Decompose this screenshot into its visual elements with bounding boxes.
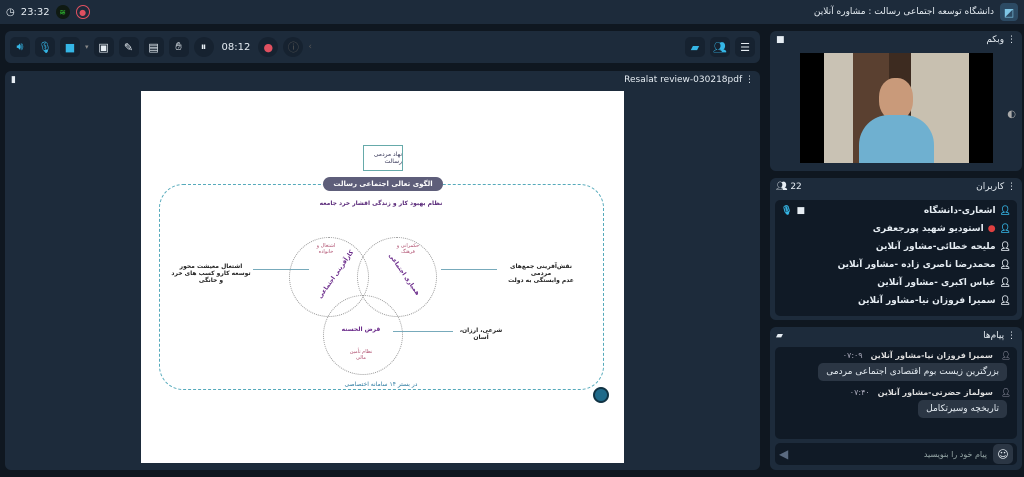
user-item[interactable]: 👤︎سمیرا فروزان نیا-مشاور آنلاین [858,296,1011,306]
chat-message: 👤︎ سمیرا فروزان نیا-مشاور آنلاین ۰۷:۰۹ بزر… [775,347,1017,384]
raise-hand-button[interactable]: ✋︎ [168,37,189,57]
webcam-title: وبکم [986,35,1005,45]
clock-time: 23:32 [20,6,50,18]
chat-input-placeholder: پیام خود را بنویسید [923,449,987,459]
user-item[interactable]: 👤︎اشعاری-دانشگاه■🎙︎ [781,206,1011,216]
user-item[interactable]: 👤︎محمدرضا ناصری زاده -مشاور آنلاین [837,260,1011,270]
slide-dot [593,387,609,403]
user-icon: 👤︎ [1000,387,1011,397]
left-arrow [253,269,309,270]
connection-icon[interactable]: ≋ [55,5,70,19]
send-icon[interactable]: ◀ [779,447,789,461]
chat-time: ۰۷:۴۰ [849,387,870,397]
chat-toggle-button[interactable]: ▰ [685,37,705,57]
user-icon: 👤︎ [999,260,1011,270]
bottom-arrow [393,331,453,332]
users-count: 22 [790,182,802,192]
slide-subtitle: نظام بهبود کار و زندگی اقشار خرد جامعه [319,200,443,207]
circle-right-small: حکمرانی و فرهنگ [396,243,420,255]
recording-icon[interactable]: ● [75,5,90,19]
chat-text: بزرگترین زیست بوم اقتصادی اجتماعی مردمی [818,363,1007,381]
slide-footer: در بستر ۱۴ سامانه اختصاصی [344,381,418,388]
chat-message: 👤︎ سولماز حضرتی-مشاور آنلاین ۰۷:۴۰ تاریخچه… [775,384,1017,421]
chat-sender: سمیرا فروزان نیا-مشاور آنلاین [870,350,993,360]
chat-icon: ▰ [776,331,783,341]
speaker-button[interactable]: 🔊︎ [10,37,30,57]
presentation-panel: ▮ Resalat review-030218pdf ⋮ نهاد مردمی … [5,71,760,470]
users-icon: 👥︎ [776,182,788,192]
clock-icon: ◷ [6,6,15,18]
emoji-icon[interactable]: ☺ [993,444,1013,464]
slide-logo: نهاد مردمی رسالت [363,145,403,171]
pause-button[interactable]: ⏸︎ [193,37,214,57]
more-options-icon[interactable]: ⋮ [1007,35,1016,45]
microphone-button[interactable]: 🎙︎ [35,37,55,57]
circle-bottom-small: نظام تأمین مالی [349,349,373,361]
camera-icon: ■ [776,35,785,45]
user-item[interactable]: 👤︎ملیحه خطائی-مشاور آنلاین [875,242,1011,252]
camera-chevron-icon[interactable]: ▾ [85,43,89,51]
toolbar: 🔊︎ 🎙︎ ■ ▾ ▣ ✎ ▤ ✋︎ ⏸︎ 08:12 ● ⓘ ‹ ▰ 👥︎ ☰ [5,31,760,63]
university-logo: ◩ [1000,3,1018,21]
chat-title: پیام‌ها [983,331,1005,341]
webcam-video[interactable] [800,53,993,163]
users-title: کاربران [976,182,1005,192]
screen-share-button[interactable]: ▣ [93,37,114,57]
user-item[interactable]: 👤︎عباس اکبری -مشاور آنلاین [877,278,1011,288]
recording-status-icon: ● [987,224,996,234]
user-icon: 👤︎ [999,224,1011,234]
menu-button[interactable]: ☰ [735,37,755,57]
collapse-chevron-icon[interactable]: ‹ [308,42,312,52]
chat-time: ۰۷:۰۹ [842,350,863,360]
bottom-note: شرعی، ارزان، آسان [459,327,503,341]
camera-button[interactable]: ■ [60,37,80,57]
session-timer: 08:12 [221,41,251,53]
user-icon: 👤︎ [999,206,1011,216]
user-item[interactable]: 👤︎●استودیو شهید پورجعفری [872,224,1011,234]
circle-bottom-label: قرض الحسنه [341,326,381,333]
circle-left-small: اشتغال و خانواده [316,243,336,255]
chat-input[interactable]: ☺ پیام خود را بنویسید ◀ [775,443,1017,465]
more-options-icon[interactable]: ⋮ [745,75,754,85]
draw-button[interactable]: ✎ [118,37,139,57]
webcam-settings-icon[interactable]: ◐ [1007,109,1016,120]
more-options-icon[interactable]: ⋮ [1007,182,1016,192]
chat-text: تاریخچه وسیرتکامل [918,400,1007,418]
webcam-panel: ⋮ وبکم ■ ◐ [770,31,1022,171]
meeting-title: دانشگاه توسعه اجتماعی رسالت : مشاوره آنل… [813,7,994,17]
slide-banner: الگوی تعالی اجتماعی رسالت [323,177,443,191]
presentation-filename: Resalat review-030218pdf [624,75,743,85]
user-icon: 👤︎ [999,296,1011,306]
circle-bottom [323,295,403,375]
user-icon: 👤︎ [999,242,1011,252]
camera-icon: ■ [796,206,805,216]
chat-sender: سولماز حضرتی-مشاور آنلاین [877,387,993,397]
user-icon: 👤︎ [999,278,1011,288]
microphone-icon: 🎙︎ [781,206,793,216]
record-button[interactable]: ● [258,37,279,57]
more-options-icon[interactable]: ⋮ [1007,331,1016,341]
chat-panel: ⋮ پیام‌ها ▰ 👤︎ سمیرا فروزان نیا-مشاور آنلا… [770,327,1022,470]
users-panel: ⋮ کاربران 👥︎ 22 👤︎اشعاری-دانشگاه■🎙︎ 👤︎●اس… [770,178,1022,320]
info-button[interactable]: ⓘ [283,37,304,57]
top-bar: ◷ 23:32 ≋ ● ◩ دانشگاه توسعه اجتماعی رسال… [0,0,1024,24]
files-button[interactable]: ▤ [143,37,164,57]
user-icon: 👤︎ [1000,350,1011,360]
file-icon: ▮ [11,75,16,85]
right-arrow [441,269,497,270]
presentation-slide[interactable]: نهاد مردمی رسالت الگوی تعالی اجتماعی رسا… [141,91,624,463]
users-toggle-button[interactable]: 👥︎ [710,37,730,57]
